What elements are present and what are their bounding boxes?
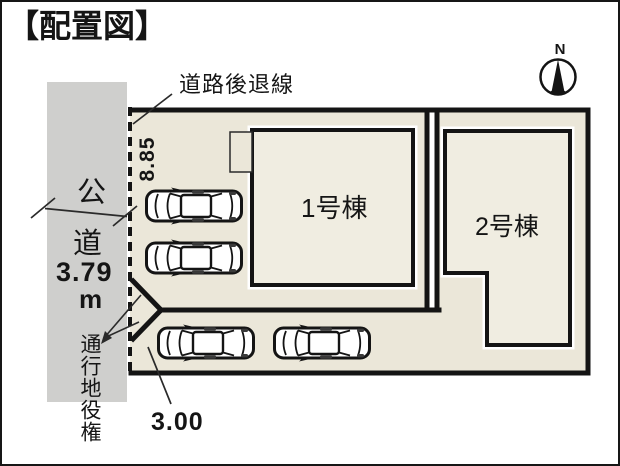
car-icon [273, 323, 371, 363]
building-2-label: 2号棟 [475, 213, 539, 241]
easement-arrow-top [129, 277, 165, 314]
easement-label: 通行地役権 [78, 333, 101, 443]
building-1 [229, 125, 418, 290]
north-label: N [554, 41, 566, 58]
car-icon [145, 238, 243, 278]
road-label-char-1: 公 [77, 177, 107, 209]
road-width-value: 3.79 [56, 257, 113, 287]
setback-line-label: 道路後退線 [179, 72, 295, 97]
driveway-leader-line [147, 346, 172, 405]
road-width-dimension-line [30, 197, 138, 227]
easement-leader-lines [101, 294, 142, 344]
compass-icon [539, 58, 577, 96]
site-boundary [128, 107, 591, 376]
easement-arrow-bottom [129, 306, 165, 343]
car-icon [157, 323, 255, 363]
building-2 [440, 126, 575, 350]
road-label-char-2: 道 [73, 228, 103, 260]
frontage-dimension: 8.85 [136, 136, 159, 182]
building-1-porch [229, 131, 253, 173]
road-width-unit: m [79, 284, 103, 314]
road-strip [47, 82, 127, 402]
building-1-label: 1号棟 [301, 193, 368, 223]
page-title: 【配置図】 [7, 8, 168, 44]
setback-leader-line [132, 93, 173, 125]
driveway-dimension: 3.00 [151, 408, 204, 436]
